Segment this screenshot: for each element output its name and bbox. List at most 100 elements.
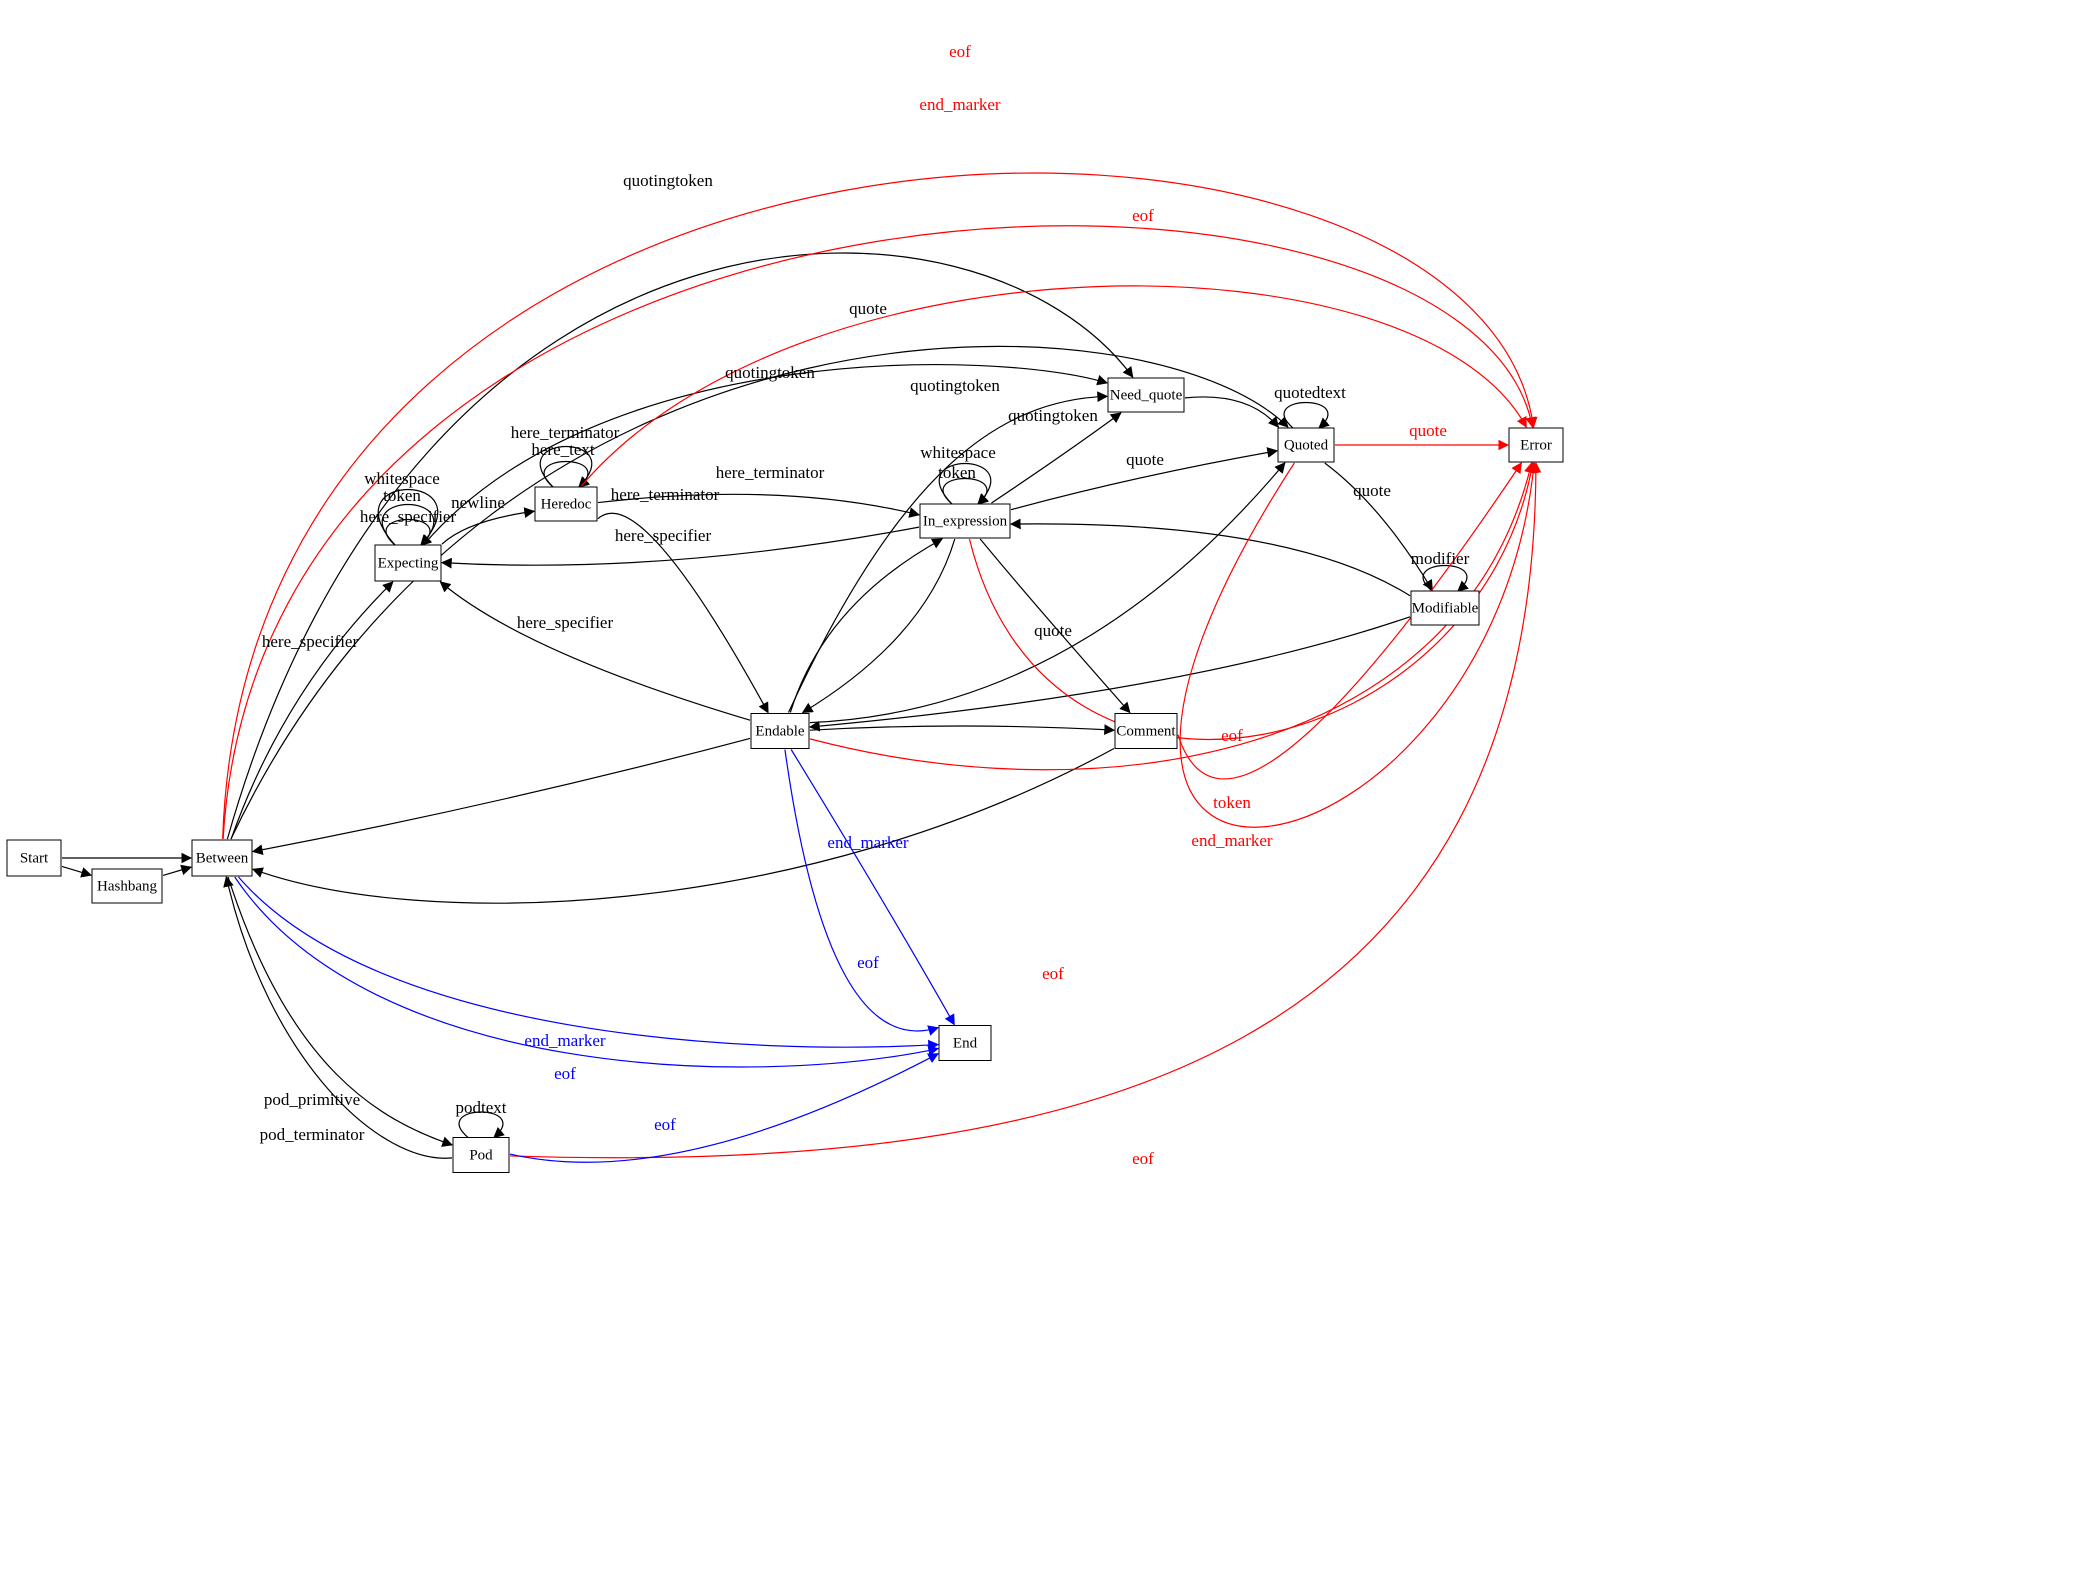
edge-Between-Expecting-here_specifier (230, 581, 394, 840)
node-Pod-box (452, 1137, 510, 1173)
node-Quoted: Quoted (1277, 427, 1335, 463)
edge-Expecting-Heredoc-newline-label: newline (451, 493, 505, 512)
edge-Between-Need_quote-quotingtoken-label: quotingtoken (623, 171, 713, 190)
edge-In_expression-In_expression-token-label: token (938, 463, 976, 482)
edge-Heredoc-Heredoc-here_text (543, 461, 590, 488)
edge-Endable-Between (251, 737, 751, 856)
edge-Pod-Error-eof-label: eof (1132, 1149, 1154, 1168)
edge-In_expression-Comment (979, 538, 1131, 714)
node-Pod: Pod (452, 1137, 510, 1173)
edge-Between-Error-end_marker-label: end_marker (919, 95, 1001, 114)
node-Modifiable: Modifiable (1410, 590, 1480, 626)
node-End-label: End (953, 1035, 978, 1051)
edge-Heredoc-Endable-here_terminator-label: here_terminator (611, 485, 720, 504)
edge-Between-Quoted-quote (230, 345, 1289, 840)
edge-Endable-End-end_marker-label: end_marker (827, 833, 909, 852)
edge-Endable-Error-token (809, 461, 1535, 771)
edge-Comment-Between (251, 747, 1115, 904)
edge-Quoted-Error-eof-label: eof (1042, 964, 1064, 983)
edge-In_expression-Expecting-here_specifier (440, 526, 920, 569)
edge-Comment-Error-eof-label: eof (1221, 726, 1243, 745)
node-Endable: Endable (750, 713, 810, 749)
node-Need_quote-box (1107, 377, 1185, 413)
edge-Heredoc-Error-eof-label: eof (1132, 206, 1154, 225)
node-Quoted-label: Quoted (1284, 437, 1329, 453)
node-Start: Start (6, 839, 62, 877)
node-In_expression-label: In_expression (923, 513, 1008, 529)
edge-Expecting-Expecting-whitespace (377, 489, 439, 546)
edge-Hashbang-Between (162, 864, 193, 876)
edge-Between-Pod-pod_primitive-label: pod_primitive (264, 1090, 360, 1109)
node-Error-box (1508, 427, 1564, 463)
edge-Modifiable-In_expression (1009, 518, 1411, 597)
edge-Expecting-Expecting-token (381, 504, 435, 546)
node-Between-box (191, 839, 253, 877)
node-Endable-box (750, 713, 810, 749)
edge-Modifiable-Modifiable-modifier-label: modifier (1411, 549, 1470, 568)
node-Comment-box (1114, 713, 1178, 749)
edge-In_expression-In_expression-token (942, 478, 989, 505)
edge-Endable-End-end_marker (790, 749, 955, 1026)
node-Comment-label: Comment (1116, 723, 1176, 739)
edge-Between-Need_quote-quotingtoken (226, 252, 1134, 840)
edge-In_expression-Quoted-quote-label: quote (1126, 450, 1164, 469)
node-Hashbang: Hashbang (91, 868, 163, 904)
edge-Heredoc-Heredoc-here_text-label: here_text (531, 440, 595, 459)
edge-Quoted-Error-eof (1179, 461, 1539, 828)
edge-Endable-Expecting-here_specifier (439, 581, 751, 721)
edge-Modifiable-Endable (808, 616, 1411, 732)
node-Error-label: Error (1520, 437, 1552, 453)
node-Need_quote: Need_quote (1107, 377, 1185, 413)
node-End: End (938, 1025, 992, 1061)
node-Modifiable-box (1410, 590, 1480, 626)
edge-Endable-Expecting-here_specifier-label: here_specifier (517, 613, 614, 632)
edge-In_expression-In_expression-whitespace-label: whitespace (920, 443, 996, 462)
node-Endable-label: Endable (755, 723, 804, 739)
node-End-box (938, 1025, 992, 1061)
edge-Modifiable-Modifiable-modifier (1422, 565, 1469, 592)
node-Heredoc-label: Heredoc (541, 496, 592, 512)
edge-Quoted-Quoted-quotedtext-label: quotedtext (1274, 383, 1346, 402)
edge-Pod-End-eof (509, 1053, 939, 1163)
edge-Endable-Error-token-label: token (1213, 793, 1251, 812)
edge-Endable-End-eof-label: eof (857, 953, 879, 972)
edge-Endable-Need_quote-quotingtoken-label: quotingtoken (910, 376, 1000, 395)
edge-Pod-Error-eof (509, 461, 1542, 1159)
edge-Expecting-Expecting-whitespace-label: whitespace (364, 469, 440, 488)
edge-Between-Error-eof-label: eof (949, 42, 971, 61)
node-Hashbang-box (91, 868, 163, 904)
node-In_expression: In_expression (919, 503, 1011, 539)
edge-Expecting-Need_quote-quotingtoken-label: quotingtoken (725, 363, 815, 382)
node-Heredoc: Heredoc (534, 486, 598, 522)
edge-Between-Expecting-here_specifier-label: here_specifier (262, 632, 359, 651)
node-Modifiable-label: Modifiable (1412, 600, 1479, 616)
edge-In_expression-Need_quote-quotingtoken (991, 412, 1122, 504)
edge-Between-End-eof (234, 876, 940, 1068)
edge-In_expression-Error-end_marker (968, 461, 1537, 741)
node-Error: Error (1508, 427, 1564, 463)
edge-In_expression-Endable (801, 538, 956, 714)
edge-In_expression-In_expression-whitespace (938, 463, 992, 505)
node-Expecting-box (374, 544, 442, 582)
edge-Expecting-Need_quote-quotingtoken (423, 364, 1109, 545)
edge-Expecting-Expecting-here_specifier (385, 519, 432, 546)
edge-Endable-Need_quote-quotingtoken (787, 391, 1109, 713)
edge-Heredoc-Heredoc-here_terminator (539, 446, 593, 488)
edge-Pod-Between-pod_terminator-label: pod_terminator (260, 1125, 365, 1144)
edge-Quoted-Modifiable-quote (1324, 462, 1433, 591)
edge-Between-End-end_marker (238, 876, 940, 1051)
edge-Pod-End-eof-label: eof (654, 1115, 676, 1134)
edge-Endable-In_expression (789, 538, 943, 713)
node-Heredoc-box (534, 486, 598, 522)
edge-Need_quote-Quoted (1184, 396, 1280, 428)
edge-Pod-Between-pod_terminator (223, 875, 453, 1159)
edge-Endable-End-eof (784, 749, 940, 1036)
edge-Between-Pod-pod_primitive (227, 876, 454, 1147)
edge-Between-End-eof-label: eof (554, 1064, 576, 1083)
node-Between-label: Between (196, 850, 249, 866)
edge-Quoted-Modifiable-quote-label: quote (1353, 481, 1391, 500)
edge-Between-Error-end_marker (222, 225, 1536, 840)
edge-Expecting-Expecting-here_specifier-label: here_specifier (360, 507, 457, 526)
edge-Heredoc-In_expression-here_terminator-label: here_terminator (716, 463, 825, 482)
edge-Quoted-Quoted-quotedtext (1283, 402, 1330, 429)
